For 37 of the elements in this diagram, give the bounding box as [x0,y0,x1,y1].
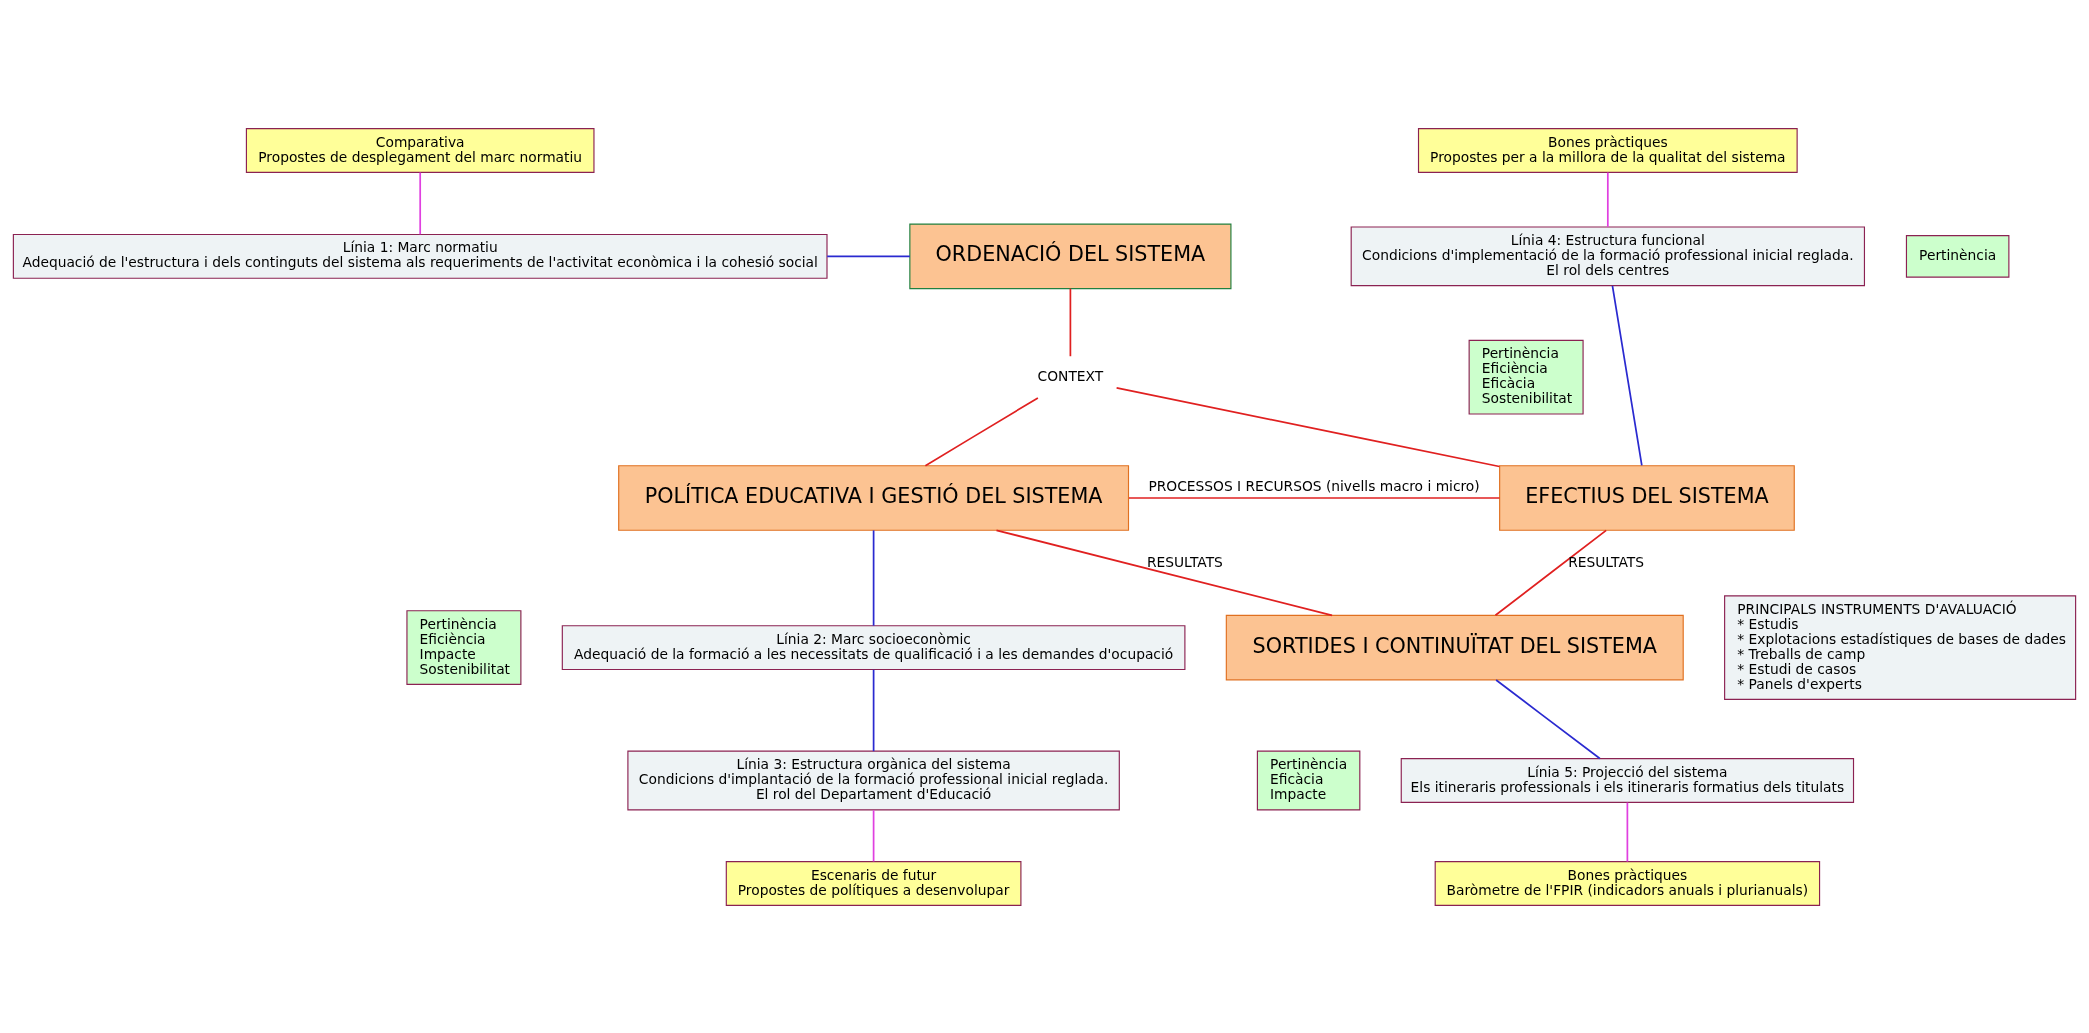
edge-label: RESULTATS [1146,553,1223,570]
node-box: Pertinència Eficiència Eficàcia Sostenibilitat [1468,339,1584,415]
connector [419,171,422,235]
node-box: POLÍTICA EDUCATIVA I GESTIÓ DEL SISTEMA [618,464,1130,531]
connector [1495,678,1601,759]
node-box: Bones pràctiques Baròmetre de l'FPIR (indicadors anuals i plurianuals) [1434,860,1821,906]
node-box: Línia 5: Projecció del sistema Els itineraris professionals i els itineraris formatius dels titulats [1400,757,1855,803]
connector [826,254,911,257]
node-box: PRINCIPALS INSTRUMENTS D'AVALUACIÓ * Estudis * Explotacions estadístiques de bases de dades * Treballs de camp * Estudi de casos * Panels d'experts [1724,594,2077,700]
node-box: Línia 2: Marc socioeconòmic Adequació de la formació a les necessitats de qualificació i a les demandes d'ocupació [561,624,1186,670]
node-text: CONTEXT [1037,367,1104,384]
edge-label: PROCESSOS I RECURSOS (nivells macro i micro) [1148,477,1480,494]
connector [872,808,875,862]
connector [1115,386,1501,467]
connector [1606,171,1609,228]
edge-label: RESULTATS [1568,553,1645,570]
node-box: Escenaris de futur Propostes de polítiques a desenvolupar [725,860,1022,906]
connector [872,529,875,627]
node-box: Línia 1: Marc normatiu Adequació de l'estructura i dels continguts del sistema als requeriments de l'activitat econòmica i la cohesió social [12,233,828,279]
connector [1611,284,1643,466]
connector [1626,801,1629,862]
node-box: Línia 3: Estructura orgànica del sistema Condicions d'implantació de la formació professional inicial reglada. El rol del Departament d'Educació [627,750,1120,810]
node-box: Pertinència Eficiència Impacte Sostenibilitat [406,609,522,685]
connector [924,396,1039,467]
connector [1494,529,1608,616]
connector [1069,287,1072,357]
node-box: Comparativa Propostes de desplegament del marc normatiu [245,127,595,173]
node-box: EFECTIUS DEL SISTEMA [1499,464,1795,531]
node-box: Pertinència Eficàcia Impacte [1256,750,1361,810]
node-box: Bones pràctiques Propostes per a la millora de la qualitat del sistema [1417,127,1798,173]
node-box: Línia 4: Estructura funcional Condicions d'implementació de la formació professional inicial reglada. El rol dels centres [1350,225,1866,286]
node-box: ORDENACIÓ DEL SISTEMA [909,223,1232,289]
node-box: Pertinència [1905,234,2010,278]
connector [872,668,875,752]
node-box: SORTIDES I CONTINUÏTAT DEL SISTEMA [1225,614,1684,680]
connector [1128,496,1501,499]
connector [995,528,1333,616]
